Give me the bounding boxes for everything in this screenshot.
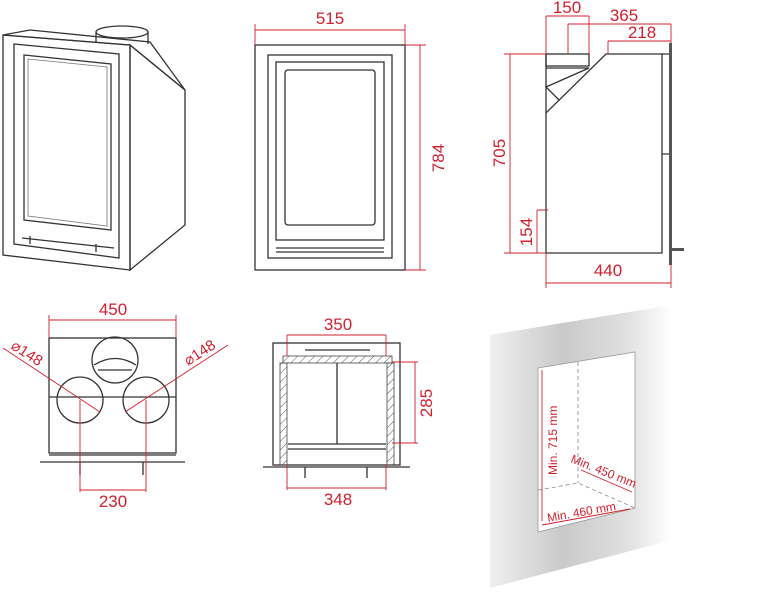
niche-view: Min. 715 mm Min. 450 mm Min. 460 mm bbox=[490, 305, 672, 588]
niche-min-height-label: Min. 715 mm bbox=[546, 406, 560, 475]
offset-365-label: 365 bbox=[610, 6, 638, 25]
bottom-height-154-label: 154 bbox=[517, 218, 536, 246]
top-view: 450 ⌀148 ⌀148 230 bbox=[2, 300, 229, 511]
flue-left-diameter-label: ⌀148 bbox=[8, 337, 46, 370]
front-view: 515 784 bbox=[254, 9, 448, 271]
flue-width-150-label: 150 bbox=[553, 0, 581, 17]
leg-spacing-230-label: 230 bbox=[99, 492, 127, 511]
side-view: 150 365 218 705 154 440 bbox=[490, 0, 684, 288]
bottom-width-348-label: 348 bbox=[324, 490, 352, 509]
height-784-label: 784 bbox=[429, 144, 448, 172]
flue-right-diameter-label: ⌀148 bbox=[181, 337, 219, 370]
depth-440-label: 440 bbox=[594, 261, 622, 280]
width-515-label: 515 bbox=[316, 9, 344, 28]
perspective-view bbox=[2, 25, 186, 272]
section-view: 350 285 348 bbox=[263, 315, 436, 509]
top-width-350-label: 350 bbox=[324, 315, 352, 334]
top-depth-218-label: 218 bbox=[628, 23, 656, 42]
width-450-label: 450 bbox=[99, 300, 127, 319]
height-705-label: 705 bbox=[490, 139, 509, 167]
opening-height-285-label: 285 bbox=[417, 389, 436, 417]
